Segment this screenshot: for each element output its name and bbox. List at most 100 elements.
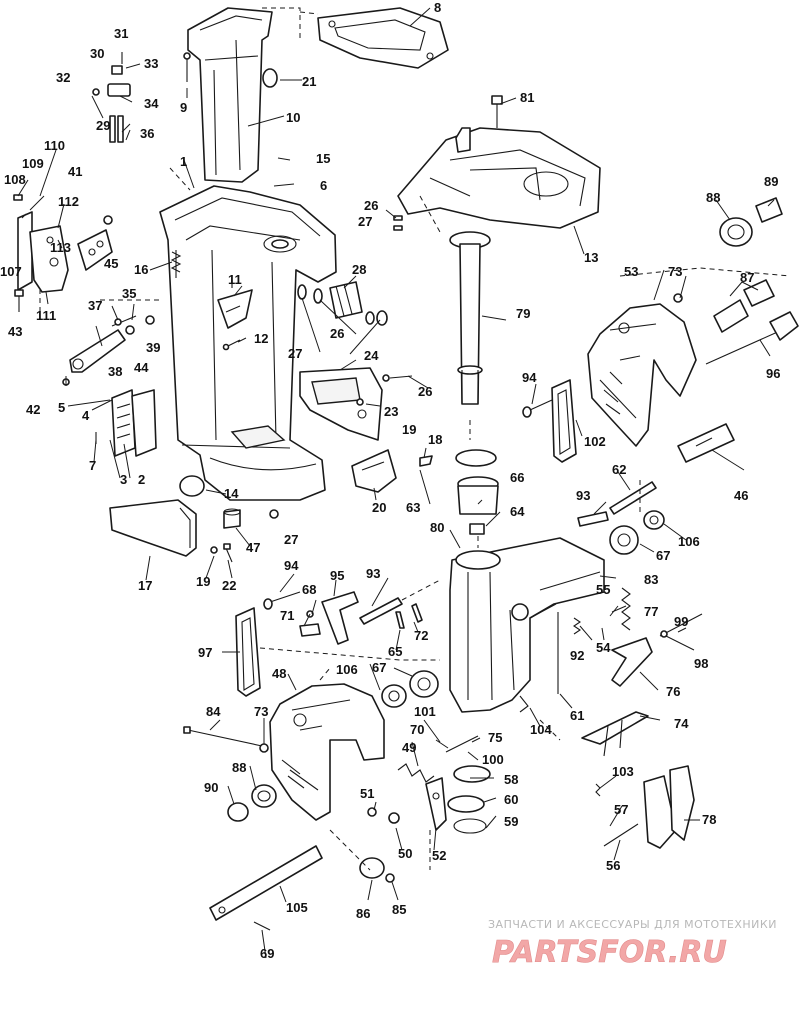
callout-95: 95 <box>330 568 344 583</box>
callout-52: 52 <box>432 848 446 863</box>
nut-73b <box>259 743 269 753</box>
exhaust-gasket-plate <box>317 7 449 69</box>
seals-26-27 <box>393 215 403 231</box>
callout-97: 97 <box>198 645 212 660</box>
callout-75: 75 <box>488 730 502 745</box>
callout-112: 112 <box>58 194 79 209</box>
washer-106b <box>381 684 407 708</box>
stern-bracket-53 <box>587 303 697 447</box>
callout-86: 86 <box>356 906 370 921</box>
callout-21: 21 <box>302 74 316 89</box>
callout-94b: 94 <box>284 558 299 573</box>
callout-106a: 106 <box>678 534 700 549</box>
callout-39: 39 <box>146 340 160 355</box>
callout-43: 43 <box>8 324 22 339</box>
callout-32: 32 <box>56 70 70 85</box>
callout-89: 89 <box>764 174 778 189</box>
screw-18 <box>419 455 433 467</box>
callout-22: 22 <box>222 578 236 593</box>
callout-72: 72 <box>414 628 428 643</box>
callout-63: 63 <box>406 500 420 515</box>
callout-47: 47 <box>246 540 260 555</box>
callout-93a: 93 <box>576 488 590 503</box>
exhaust-housing-1 <box>159 185 337 501</box>
callout-49: 49 <box>402 740 416 755</box>
callout-45: 45 <box>104 256 118 271</box>
callout-19a: 19 <box>402 422 416 437</box>
callout-88b: 88 <box>232 760 246 775</box>
callout-85: 85 <box>392 902 406 917</box>
callout-71: 71 <box>280 608 294 623</box>
lever-52 <box>425 777 447 831</box>
screw-12 <box>222 339 241 351</box>
bushing-89 <box>755 197 783 223</box>
screw-51-50 <box>367 807 400 824</box>
callout-33: 33 <box>144 56 158 71</box>
callout-2: 2 <box>138 472 145 487</box>
callout-105: 105 <box>286 900 308 915</box>
callout-36: 36 <box>140 126 154 141</box>
callout-42: 42 <box>26 402 40 417</box>
callout-76: 76 <box>666 684 680 699</box>
callout-15: 15 <box>316 151 330 166</box>
clamp-97 <box>235 607 261 697</box>
callout-61: 61 <box>570 708 584 723</box>
callout-19b: 19 <box>196 574 210 589</box>
callout-7: 7 <box>89 458 96 473</box>
callout-96: 96 <box>766 366 780 381</box>
callout-5: 5 <box>58 400 65 415</box>
plate-71 <box>299 610 321 637</box>
bushing-67b <box>409 670 439 698</box>
pin-62 <box>609 481 657 515</box>
callout-55: 55 <box>596 582 610 597</box>
tube-46 <box>677 423 735 463</box>
callout-17: 17 <box>138 578 152 593</box>
assembly-lines <box>39 167 791 871</box>
callout-92: 92 <box>570 648 584 663</box>
callout-100: 100 <box>482 752 504 767</box>
callout-108: 108 <box>4 172 26 187</box>
watermark-logo: PARTSFOR.RU <box>492 935 727 970</box>
bushing-67a <box>609 525 639 555</box>
callout-104: 104 <box>530 722 552 737</box>
lever-38 <box>69 315 155 373</box>
callout-77: 77 <box>644 604 658 619</box>
rings-58-60 <box>447 765 491 834</box>
bushing-21 <box>262 68 278 88</box>
callout-1: 1 <box>180 154 187 169</box>
callout-70: 70 <box>410 722 424 737</box>
exhaust-tube <box>187 7 273 183</box>
rod-98 <box>659 613 703 638</box>
bolt-94a <box>522 399 553 418</box>
callout-16: 16 <box>134 262 148 277</box>
screw-56 <box>603 823 639 847</box>
clamp-20 <box>351 449 397 493</box>
callout-99: 99 <box>674 614 688 629</box>
callout-13: 13 <box>584 250 598 265</box>
callout-59: 59 <box>504 814 518 829</box>
callout-8: 8 <box>434 0 441 15</box>
pin-70 <box>445 735 479 753</box>
callout-30: 30 <box>90 46 104 61</box>
callout-4: 4 <box>82 408 90 423</box>
spring-49 <box>397 763 435 783</box>
callout-57: 57 <box>614 802 628 817</box>
callout-94a: 94 <box>522 370 537 385</box>
callout-35: 35 <box>122 286 136 301</box>
callout-83: 83 <box>644 572 658 587</box>
callout-67a: 67 <box>656 548 670 563</box>
callout-101: 101 <box>414 704 436 719</box>
tube-87 <box>673 279 775 333</box>
callout-34: 34 <box>144 96 159 111</box>
cover-17 <box>109 499 197 557</box>
spring-103 <box>595 783 601 797</box>
callout-11: 11 <box>228 272 242 287</box>
screw-23 <box>356 398 364 406</box>
stern-bracket-48 <box>269 683 385 821</box>
shaft-28 <box>297 281 388 326</box>
bracket-11 <box>217 280 253 329</box>
watermark-subtitle: ЗАПЧАСТИ И АКСЕССУАРЫ ДЛЯ МОТОТЕХНИКИ <box>488 918 777 931</box>
callout-67b: 67 <box>372 660 386 675</box>
clamp-78 <box>643 765 695 849</box>
plate-41-45 <box>77 215 113 271</box>
